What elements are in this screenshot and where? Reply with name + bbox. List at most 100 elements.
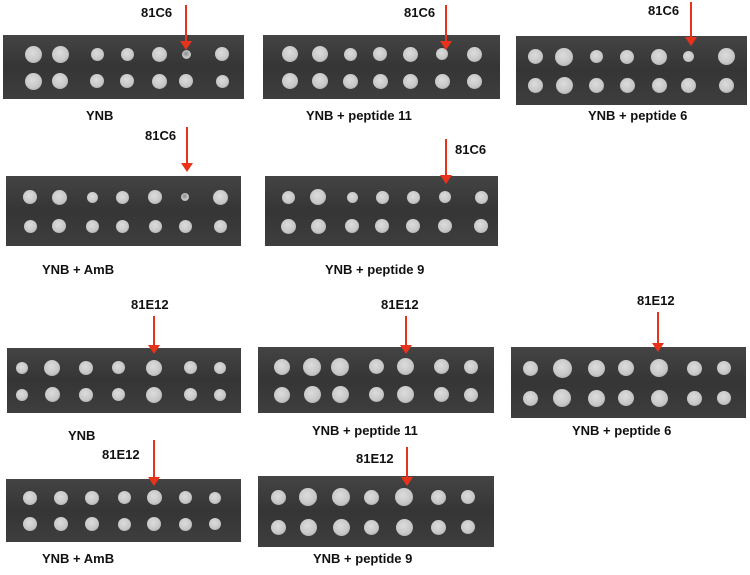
colony-spot — [23, 517, 37, 532]
colony-spot — [434, 73, 450, 89]
colony-spot — [310, 218, 326, 234]
colony-spot — [555, 77, 573, 95]
colony-spot — [395, 488, 413, 507]
colony-spot — [433, 359, 449, 375]
red-arrow-icon — [440, 5, 452, 50]
colony-spot — [214, 361, 226, 374]
colony-spot — [178, 491, 192, 505]
red-arrow-icon — [400, 316, 412, 354]
colony-spot — [16, 361, 28, 374]
colony-spot — [79, 360, 93, 375]
colony-spot — [682, 51, 694, 63]
colony-spot — [553, 389, 571, 408]
plate-caption: YNB + peptide 11 — [312, 423, 418, 438]
colony-spot — [299, 518, 317, 536]
red-arrow-icon — [181, 127, 193, 172]
strain-label: 81C6 — [404, 5, 436, 20]
colony-spot — [464, 387, 478, 402]
plate-image-1 — [3, 35, 244, 99]
colony-spot — [215, 47, 229, 62]
colony-spot — [618, 390, 634, 407]
colony-spot — [438, 219, 452, 234]
colony-spot — [151, 73, 167, 89]
red-arrow-icon — [440, 139, 452, 184]
colony-spot — [178, 517, 192, 531]
colony-spot — [115, 190, 129, 204]
plate-caption: YNB + peptide 6 — [588, 108, 688, 123]
colony-spot — [717, 361, 731, 376]
colony-spot — [51, 45, 69, 63]
colony-spot — [85, 490, 99, 505]
colony-spot — [686, 390, 702, 406]
colony-spot — [146, 386, 162, 403]
colony-spot — [51, 189, 67, 205]
colony-spot — [474, 219, 488, 234]
colony-spot — [303, 357, 321, 376]
colony-spot — [395, 518, 413, 536]
colony-spot — [270, 489, 286, 505]
colony-spot — [115, 219, 129, 233]
colony-spot — [90, 74, 104, 89]
plate-image-3 — [516, 36, 747, 105]
colony-spot — [44, 359, 60, 376]
red-arrow-icon — [652, 312, 664, 352]
colony-spot — [396, 358, 414, 376]
colony-spot — [718, 78, 734, 94]
strain-label: 81C6 — [455, 142, 487, 157]
colony-spot — [312, 46, 328, 63]
colony-spot — [527, 78, 543, 94]
colony-spot — [213, 219, 227, 233]
plate-caption: YNB + AmB — [42, 262, 115, 277]
colony-spot — [331, 357, 349, 376]
colony-spot — [54, 517, 68, 532]
colony-spot — [461, 490, 475, 505]
strain-label: 81E12 — [356, 451, 394, 466]
colony-spot — [310, 189, 326, 205]
plate-image-6 — [7, 348, 241, 413]
colony-spot — [148, 219, 162, 233]
colony-spot — [148, 190, 162, 204]
colony-spot — [717, 391, 731, 406]
colony-spot — [282, 46, 298, 63]
strain-label: 81E12 — [102, 447, 140, 462]
colony-spot — [312, 73, 328, 90]
colony-spot — [120, 74, 134, 89]
plate-caption: YNB + AmB — [42, 551, 115, 566]
colony-spot — [619, 78, 635, 94]
red-arrow-icon — [148, 440, 160, 486]
colony-spot — [111, 361, 125, 374]
colony-spot — [332, 488, 350, 507]
colony-spot — [620, 49, 634, 64]
colony-spot — [146, 490, 162, 506]
colony-spot — [650, 389, 668, 407]
colony-spot — [466, 73, 482, 89]
colony-spot — [406, 190, 420, 204]
colony-spot — [402, 73, 418, 89]
colony-spot — [522, 390, 538, 406]
red-arrow-icon — [180, 5, 192, 50]
colony-spot — [406, 219, 420, 234]
plate-image-8 — [511, 347, 746, 418]
colony-spot — [24, 45, 42, 63]
colony-spot — [552, 358, 572, 378]
colony-spot — [430, 519, 446, 535]
colony-spot — [179, 74, 193, 89]
colony-spot — [212, 189, 228, 205]
strain-label: 81E12 — [381, 297, 419, 312]
plate-image-7 — [258, 347, 494, 413]
plate-image-10 — [258, 476, 494, 547]
colony-spot — [281, 190, 295, 204]
colony-spot — [181, 49, 191, 59]
colony-spot — [587, 359, 605, 377]
colony-spot — [23, 190, 37, 204]
colony-spot — [527, 49, 543, 65]
colony-spot — [588, 78, 604, 94]
colony-spot — [363, 489, 379, 505]
red-arrow-icon — [401, 447, 413, 486]
colony-spot — [44, 387, 60, 403]
colony-spot — [183, 361, 197, 374]
colony-spot — [375, 190, 389, 204]
plate-caption: YNB + peptide 9 — [313, 551, 413, 566]
colony-spot — [79, 387, 93, 402]
colony-spot — [373, 47, 387, 62]
